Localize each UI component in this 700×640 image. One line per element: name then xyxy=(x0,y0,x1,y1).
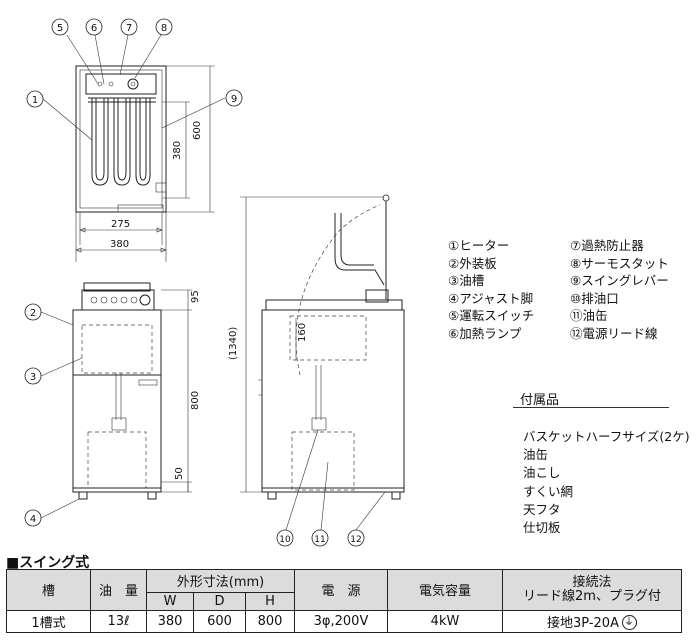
header-tank: 槽 xyxy=(6,569,91,611)
part-item: ⑤運転スイッチ xyxy=(448,308,535,323)
part-item: ⑥加熱ランプ xyxy=(448,325,522,341)
svg-text:4: 4 xyxy=(30,514,36,525)
header-connection: 接続法 リード線2m、プラグ付 xyxy=(502,569,682,611)
svg-text:11: 11 xyxy=(314,535,325,545)
header-h: H xyxy=(245,591,295,611)
callout-1 xyxy=(26,90,44,108)
dim-800: 800 xyxy=(190,391,201,410)
front-view: 95 800 50 xyxy=(72,282,201,500)
header-capacity: 電気容量 xyxy=(387,569,503,611)
dim-160: 160 xyxy=(297,323,308,342)
part-item: ②外装板 xyxy=(448,255,497,271)
dim-600: 600 xyxy=(192,121,203,140)
header-power: 電 源 xyxy=(294,569,388,611)
part-item: ⑪油缶 xyxy=(570,308,608,323)
accessory-item: 油缶 xyxy=(523,447,549,463)
spec-table: 槽 油 量 外形寸法(mm) 電 源 電気容量 接続法 リード線2m、プラグ付 … xyxy=(6,569,682,633)
svg-text:3: 3 xyxy=(30,372,36,383)
accessory-item: すくい網 xyxy=(523,483,574,499)
callout-3 xyxy=(24,367,42,385)
callout-6 xyxy=(85,18,103,36)
accessories-divider xyxy=(513,407,669,408)
connection-text: 接地3P-20A xyxy=(547,615,619,631)
section-title: ■スイング式 xyxy=(6,555,90,571)
cell-w: 380 xyxy=(146,609,194,633)
callout-11 xyxy=(311,529,329,547)
accessories-list: バスケットハーフサイズ(2ケ) 油缶 油こし すくい網 天フタ 仕切板 xyxy=(523,428,690,537)
callout-4 xyxy=(24,509,42,527)
cell-oil: 13ℓ xyxy=(90,609,147,633)
header-d: D xyxy=(193,591,246,611)
cell-d: 600 xyxy=(193,609,246,633)
cell-power: 3φ,200V xyxy=(294,609,388,633)
header-connection-line2: リード線2m、プラグ付 xyxy=(523,588,661,604)
svg-text:12: 12 xyxy=(350,535,361,545)
svg-text:1: 1 xyxy=(32,95,38,106)
header-oil: 油 量 xyxy=(90,569,147,611)
callout-12 xyxy=(347,529,365,547)
part-item: ⑫電源リード線 xyxy=(570,325,658,341)
callout-8 xyxy=(155,18,173,36)
svg-text:8: 8 xyxy=(161,23,167,34)
cell-capacity: 4kW xyxy=(387,609,503,633)
leader-lines xyxy=(40,34,386,531)
svg-text:6: 6 xyxy=(91,23,97,34)
side-view: (1340) 160 xyxy=(228,194,405,500)
ground-plug-icon xyxy=(621,613,637,630)
top-view: 600 380 275 380 xyxy=(75,65,215,262)
cell-connection: 接地3P-20A xyxy=(502,609,682,633)
part-item: ⑦過熱防止器 xyxy=(570,238,644,253)
callout-5 xyxy=(51,18,69,36)
callout-10 xyxy=(276,529,294,547)
dim-380: 380 xyxy=(110,239,129,250)
part-item: ⑨スイングレバー xyxy=(570,273,669,288)
svg-text:5: 5 xyxy=(57,23,63,34)
header-connection-line1: 接続法 xyxy=(572,574,612,590)
callout-2 xyxy=(24,303,42,321)
part-item: ④アジャスト脚 xyxy=(448,290,534,306)
part-item: ⑩排油口 xyxy=(570,290,619,306)
svg-text:2: 2 xyxy=(30,308,36,319)
accessory-item: バスケットハーフサイズ(2ケ) xyxy=(523,429,690,444)
dim-50: 50 xyxy=(174,467,185,480)
accessory-item: 油こし xyxy=(523,465,561,481)
header-dimensions: 外形寸法(mm) xyxy=(146,569,295,593)
parts-list-right: ⑦過熱防止器 ⑧サーモスタット ⑨スイングレバー ⑩排油口 ⑪油缶 ⑫電源リード… xyxy=(570,237,669,342)
accessory-item: 天フタ xyxy=(523,501,561,517)
svg-text:10: 10 xyxy=(279,535,291,545)
dim-275: 275 xyxy=(111,219,130,230)
dim-95: 95 xyxy=(190,290,201,303)
dim-380-side: 380 xyxy=(172,141,183,160)
part-item: ③油槽 xyxy=(448,273,485,288)
svg-text:9: 9 xyxy=(231,94,237,105)
svg-text:7: 7 xyxy=(126,23,132,34)
callout-7 xyxy=(120,18,138,36)
dim-1340: (1340) xyxy=(228,327,239,360)
callout-9 xyxy=(225,89,243,107)
part-item: ①ヒーター xyxy=(448,238,510,253)
parts-list-left: ①ヒーター ②外装板 ③油槽 ④アジャスト脚 ⑤運転スイッチ ⑥加熱ランプ xyxy=(448,237,534,342)
part-item: ⑧サーモスタット xyxy=(570,255,669,271)
accessory-item: 仕切板 xyxy=(523,520,561,536)
cell-h: 800 xyxy=(245,609,295,633)
accessories-title: 付属品 xyxy=(520,393,560,408)
header-w: W xyxy=(146,591,194,611)
callouts: 5 6 7 8 1 9 2 3 4 10 11 12 xyxy=(24,18,365,547)
cell-tank: 1槽式 xyxy=(6,609,91,633)
